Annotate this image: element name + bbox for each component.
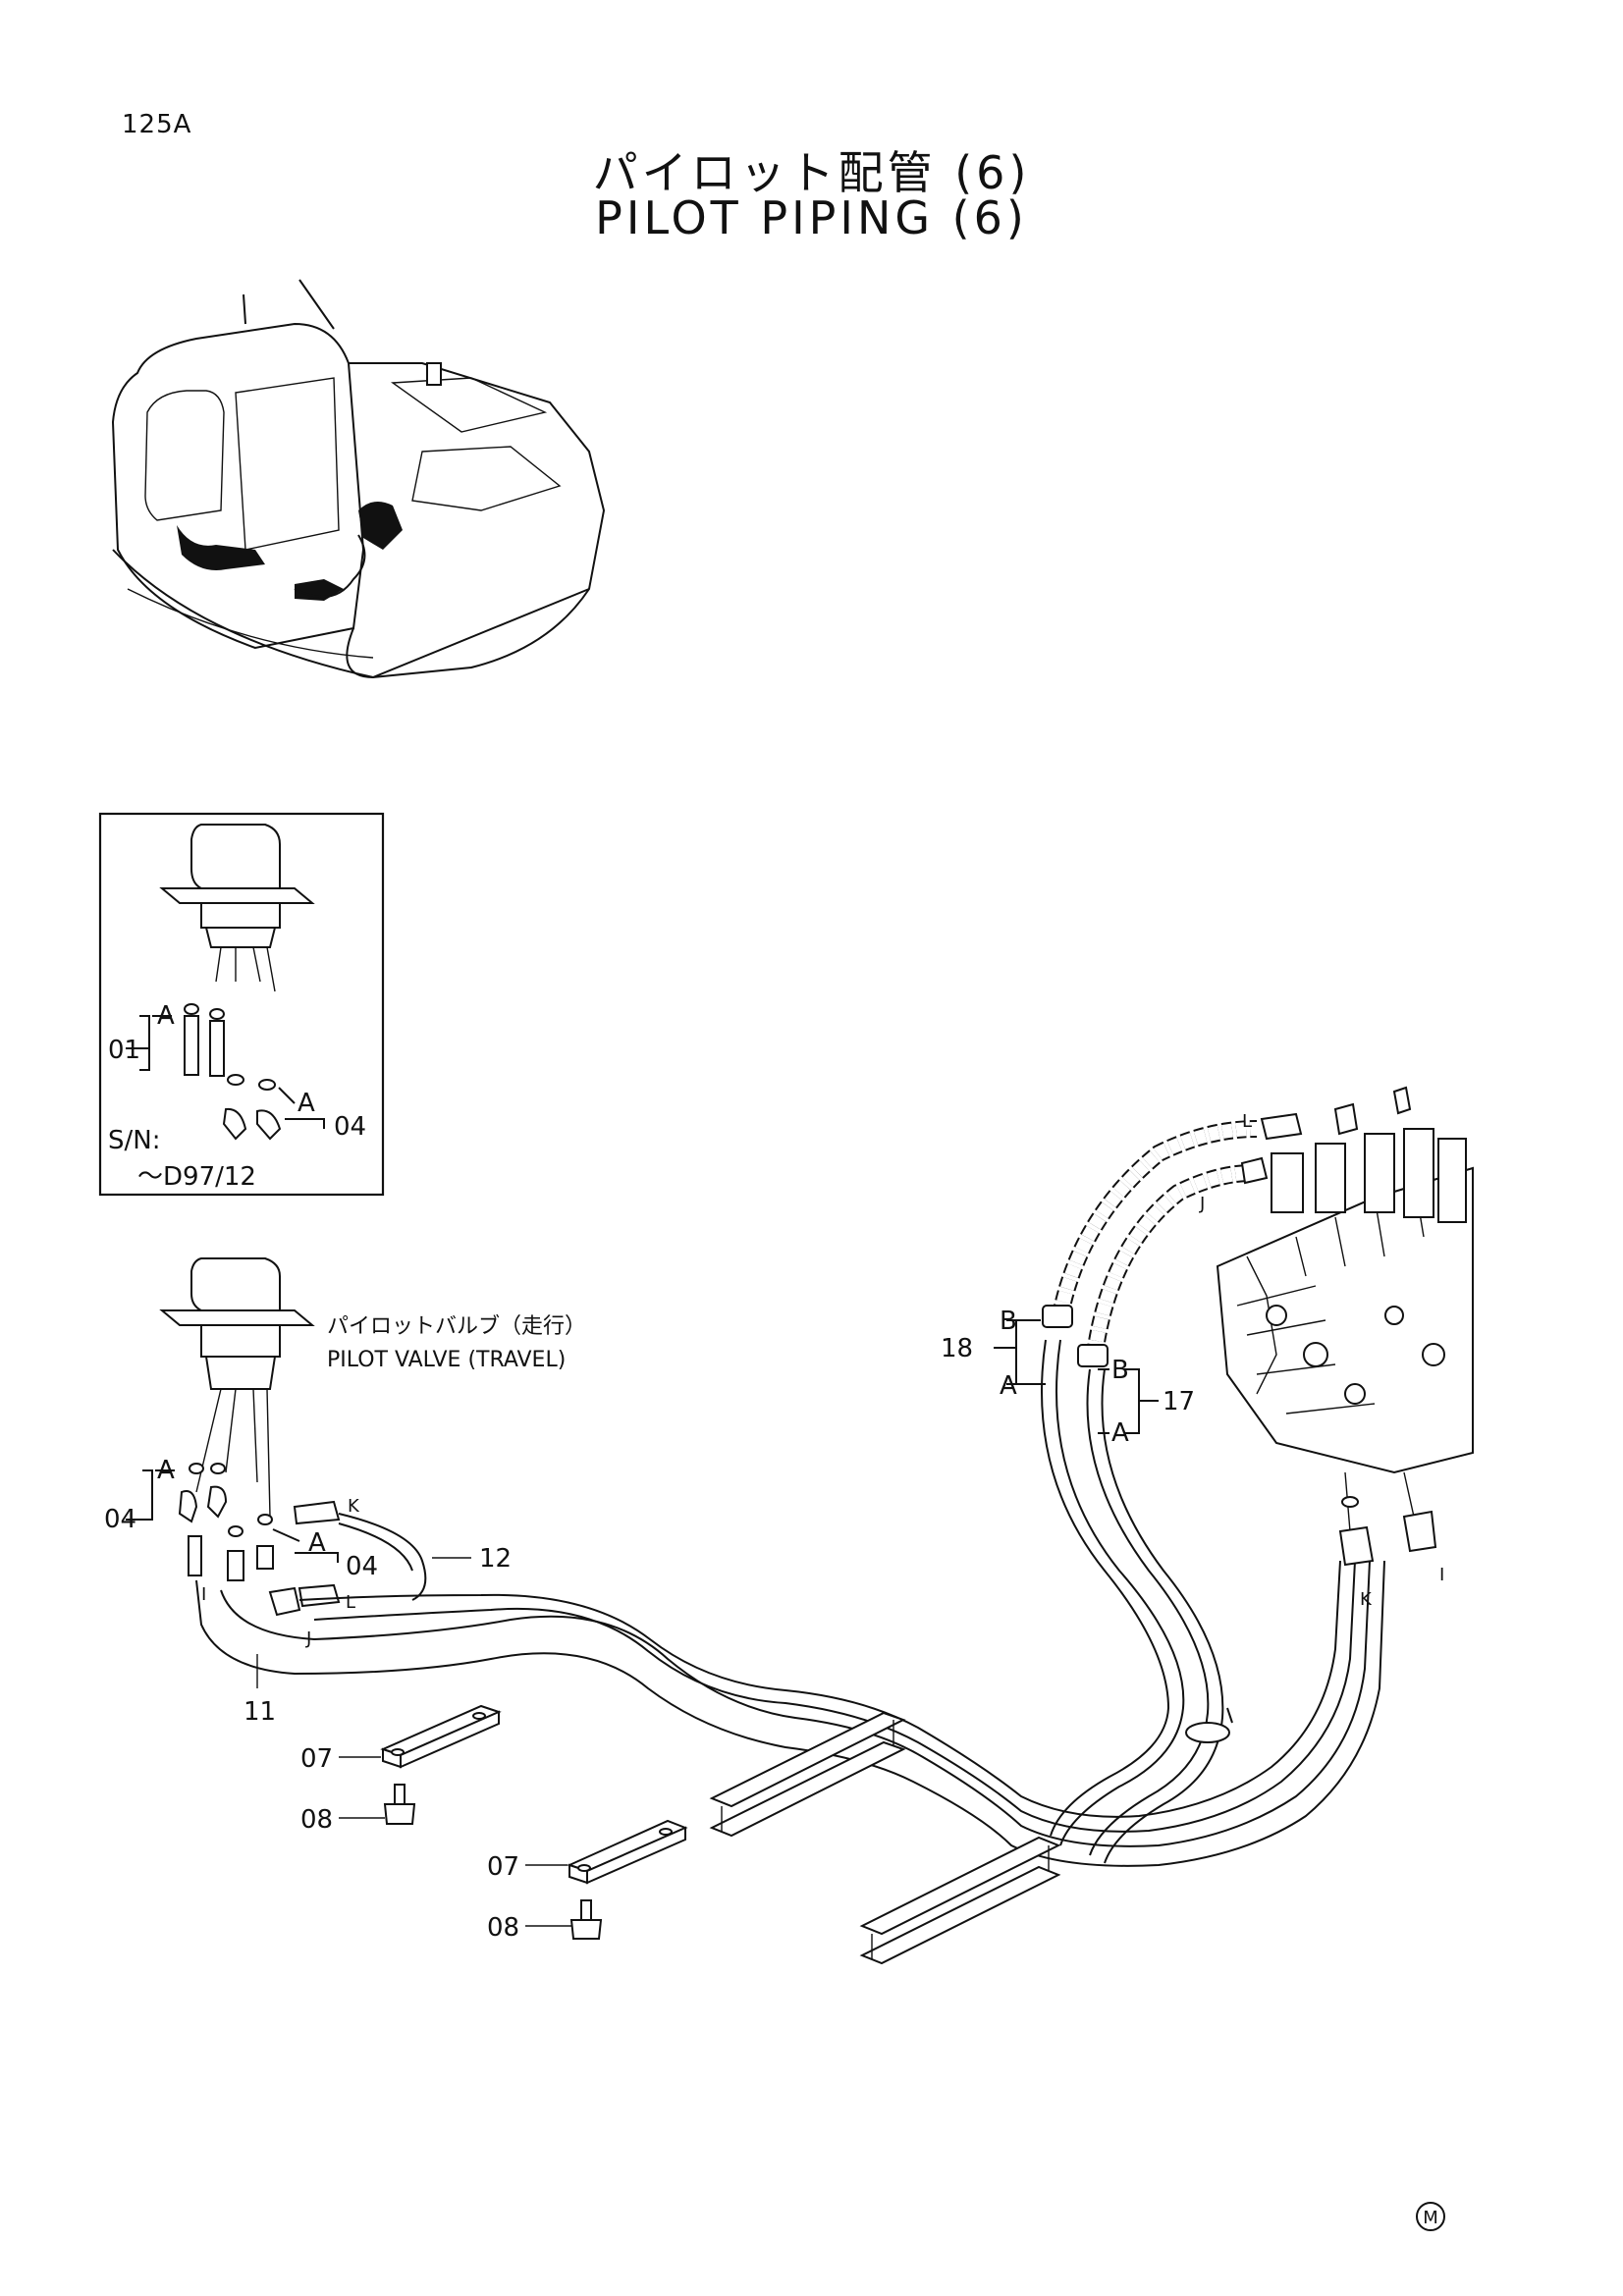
part-08-a-label: 08 — [300, 1805, 333, 1835]
leader-lines — [256, 1319, 1159, 1927]
pilot-valve-illustration — [159, 1257, 315, 1518]
port-a-17-label: A — [1111, 1418, 1129, 1448]
port-a-18-label: A — [1000, 1371, 1017, 1401]
footer-m-mark: M — [1416, 2202, 1445, 2231]
part-11-label: 11 — [243, 1697, 276, 1727]
excavator-overview-illustration — [111, 279, 606, 679]
footer-mark-letter: M — [1423, 2208, 1438, 2228]
inset-sn-range: ～D97/12 — [137, 1162, 256, 1192]
control-valve-illustration — [1216, 1086, 1474, 1567]
page-title-jp: パイロット配管 (6) — [592, 146, 1031, 199]
part-04-right-label: 04 — [346, 1552, 378, 1581]
part-18-label: 18 — [941, 1334, 973, 1363]
bolt-08-a — [383, 1784, 416, 1825]
part-17-label: 17 — [1163, 1387, 1195, 1416]
hose-letter-l-right: L — [1242, 1111, 1252, 1132]
hose-letter-k-left: K — [348, 1496, 360, 1517]
bracket-07-a — [380, 1704, 502, 1769]
bracket-07-b — [567, 1819, 688, 1885]
hose-letter-k-right: K — [1360, 1589, 1373, 1610]
part-07-b-label: 07 — [487, 1852, 519, 1882]
hose-letter-j-right: J — [1199, 1194, 1205, 1214]
port-a-left-label: A — [157, 1456, 175, 1485]
port-b-18-label: B — [1000, 1307, 1017, 1336]
page-title-en: PILOT PIPING (6) — [595, 191, 1028, 244]
part-04-left-label: 04 — [104, 1505, 136, 1534]
hose-clamps — [709, 1711, 1061, 1965]
part-08-b-label: 08 — [487, 1913, 519, 1943]
hose-letter-i-left: I — [201, 1584, 206, 1605]
part-12-label: 12 — [479, 1544, 512, 1574]
pilot-hose-bundle — [195, 1339, 1385, 1867]
pilot-valve-fittings — [126, 1463, 341, 1617]
pilot-valve-jp-label: パイロットバルブ（走行） — [327, 1314, 586, 1339]
port-a-right-label: A — [308, 1528, 326, 1558]
pilot-valve-en-label: PILOT VALVE (TRAVEL) — [327, 1348, 566, 1372]
bolt-08-b — [569, 1899, 603, 1940]
page-number: 125A — [122, 110, 192, 139]
part-07-a-label: 07 — [300, 1744, 333, 1774]
inset-port-a1-label: A — [157, 1001, 175, 1031]
hose-letter-j-left: J — [305, 1629, 311, 1649]
hose-letter-i-right: I — [1439, 1565, 1444, 1585]
inset-detail-box: A 01 A 04 S/N: ～D97/12 — [98, 812, 385, 1197]
inset-port-a2-label: A — [298, 1089, 315, 1118]
hose-letter-l-left: L — [346, 1592, 355, 1613]
inset-sn-label: S/N: — [108, 1126, 160, 1155]
hose-protectors — [1042, 1112, 1303, 1367]
inset-part-01-label: 01 — [108, 1036, 140, 1065]
inset-part-04-label: 04 — [334, 1112, 366, 1142]
port-b-17-label: B — [1111, 1356, 1129, 1385]
